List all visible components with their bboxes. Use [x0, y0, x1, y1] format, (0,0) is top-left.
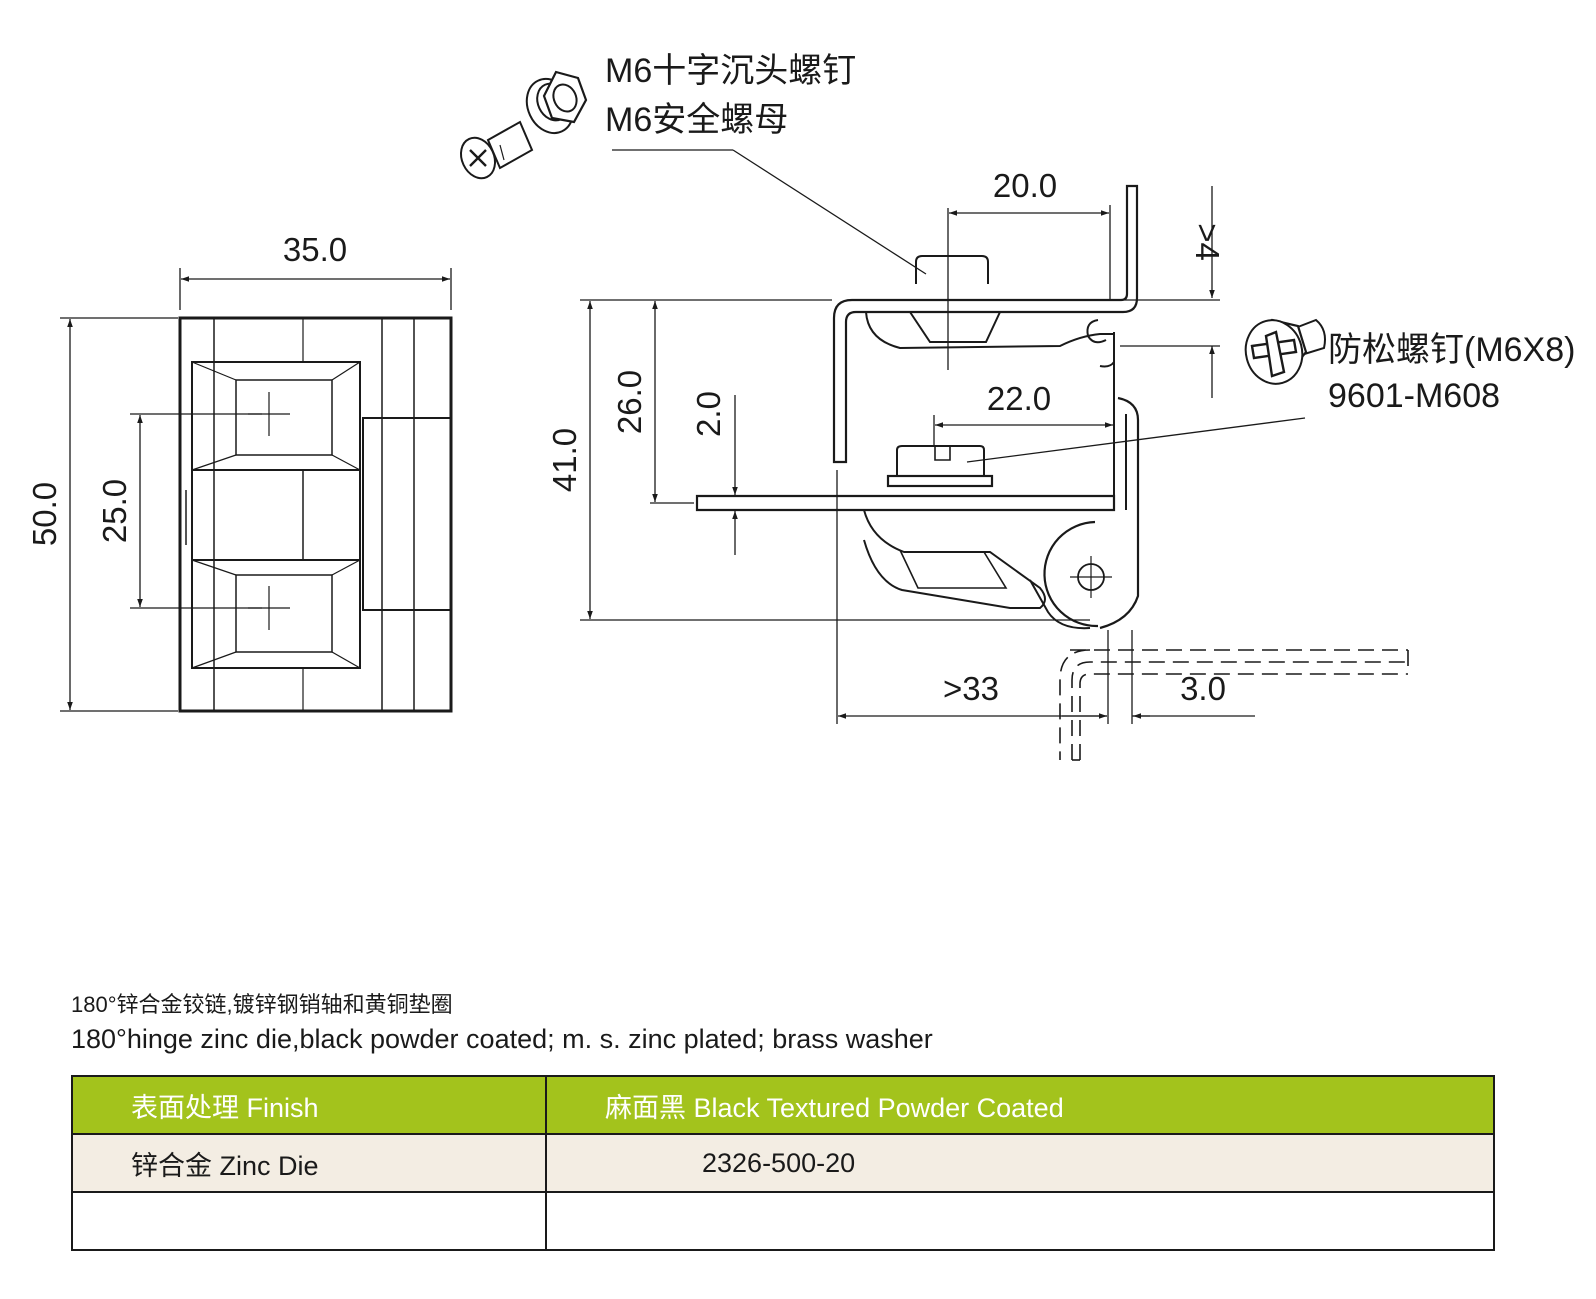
countersunk-screw — [915, 255, 989, 284]
hinge-body — [865, 311, 1115, 368]
technical-drawing: 35.0 50.0 25.0 — [26, 52, 1575, 761]
header-black-textured: 麻面黑 Black Textured Powder Coated — [545, 1075, 1495, 1135]
dim-width-35: 35.0 — [283, 231, 347, 268]
right-leaf — [1099, 396, 1140, 630]
dim-depth-22: 22.0 — [987, 380, 1051, 417]
dim-height-50: 50.0 — [26, 482, 63, 546]
cell-material: 锌合金 Zinc Die — [71, 1133, 547, 1193]
side-view — [695, 184, 1409, 761]
table-header-row: 表面处理 Finish 麻面黑 Black Textured Powder Co… — [71, 1075, 1495, 1135]
callout-nut: M6安全螺母 — [605, 101, 788, 139]
dim-offset-20: 20.0 — [993, 167, 1057, 204]
front-view — [178, 316, 453, 713]
upper-bracket — [832, 184, 1139, 464]
dim-thickness-2: 2.0 — [690, 391, 727, 437]
hinge-knuckle — [1043, 520, 1099, 628]
callout-lock-screw: 防松螺钉(M6X8) — [1328, 331, 1575, 369]
screw-nut-illustration — [459, 70, 588, 180]
dim-gap-3: 3.0 — [1180, 670, 1226, 707]
header-finish: 表面处理 Finish — [71, 1075, 547, 1135]
description-english: 180°hinge zinc die,black powder coated; … — [71, 1024, 933, 1054]
finish-table: 表面处理 Finish 麻面黑 Black Textured Powder Co… — [71, 1075, 1495, 1251]
cell-empty-1 — [71, 1191, 547, 1251]
dim-height-26: 26.0 — [611, 370, 648, 434]
dim-length-33: >33 — [943, 670, 999, 707]
callout-lock-screw-code: 9601-M608 — [1328, 377, 1500, 415]
leader-lock-screw — [966, 417, 1306, 463]
lock-screw-side — [896, 445, 985, 477]
cell-empty-2 — [545, 1191, 1495, 1251]
table-row — [71, 1191, 1495, 1251]
dim-pitch-25: 25.0 — [96, 479, 133, 543]
table-row: 锌合金 Zinc Die 2326-500-20 — [71, 1133, 1495, 1193]
dim-gap-4: >4 — [1189, 223, 1226, 261]
callout-screw: M6十字沉头螺钉 — [605, 52, 856, 90]
dim-height-41: 41.0 — [546, 428, 583, 492]
open-leaf-phantom — [1059, 649, 1409, 760]
screw-shank — [486, 120, 534, 170]
lock-screw-illustration — [1244, 318, 1326, 385]
description-chinese: 180°锌合金铰链,镀锌钢销轴和黄铜垫圈 — [71, 992, 453, 1017]
cell-part-number: 2326-500-20 — [545, 1133, 1495, 1193]
lower-plate — [695, 494, 1116, 512]
middle-knuckle — [191, 469, 361, 561]
